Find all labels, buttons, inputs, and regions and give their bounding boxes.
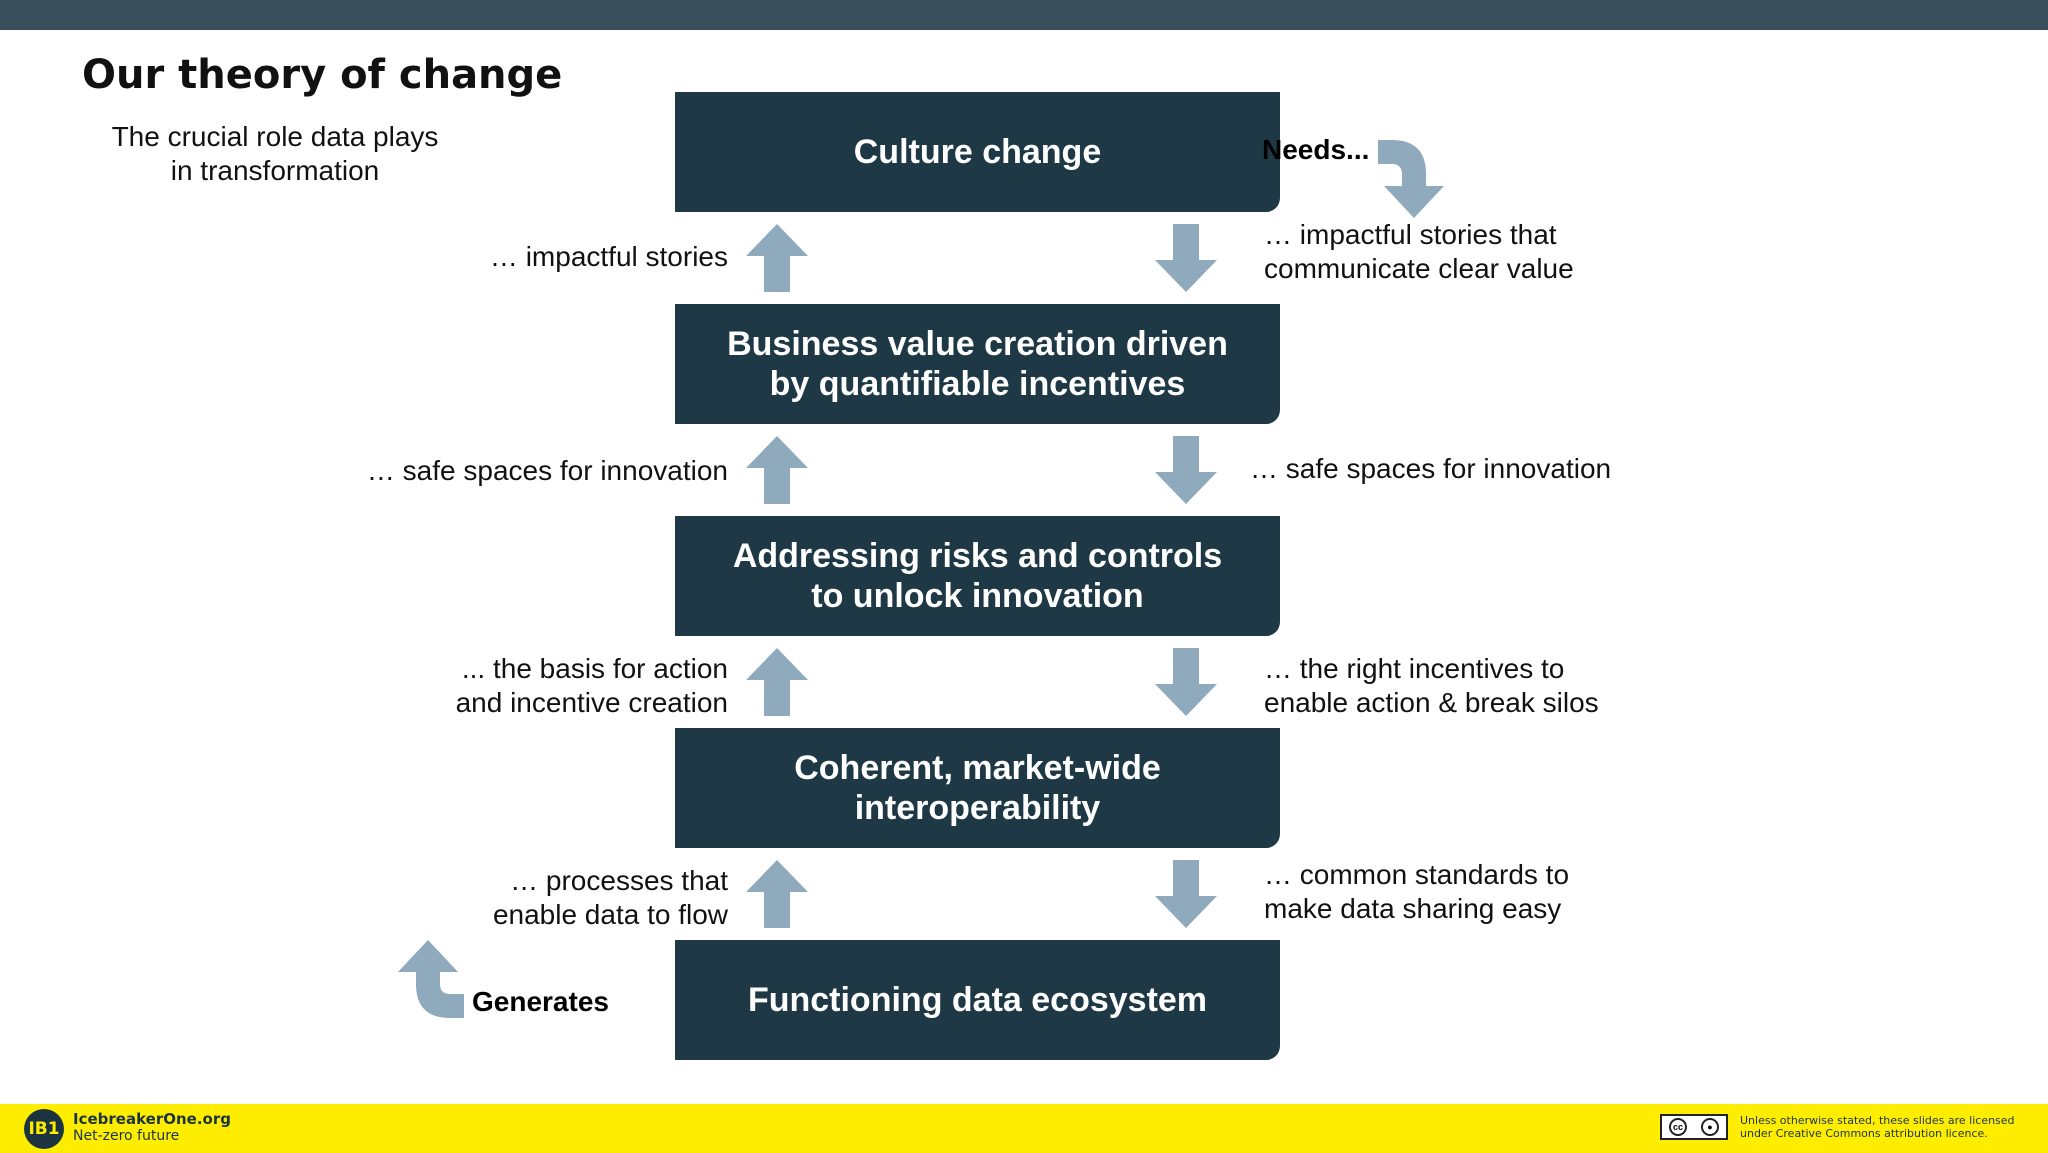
- person-icon: ●: [1701, 1118, 1719, 1136]
- top-bar: [0, 0, 2048, 30]
- box-label: Addressing risks and controls: [732, 537, 1223, 575]
- label-line: … processes that: [510, 865, 728, 896]
- box-label: Culture change: [853, 133, 1102, 171]
- label-line: ... the basis for action: [461, 653, 728, 684]
- label-line: … the right incentives to: [1264, 653, 1565, 684]
- label-line: and incentive creation: [455, 687, 728, 718]
- license-text: Unless otherwise stated, these slides ar…: [1740, 1114, 2015, 1140]
- label-line: communicate clear value: [1264, 253, 1574, 284]
- ib1-logo: IB1: [24, 1109, 64, 1149]
- bent-up-arrow-icon: [398, 940, 464, 1018]
- down-arrow-icon: [1155, 860, 1217, 928]
- box-label: by quantifiable incentives: [769, 365, 1186, 403]
- down-arrow-icon: [1155, 436, 1217, 504]
- box-business-value: Business value creation driven by quanti…: [675, 304, 1280, 424]
- label-line: … safe spaces for innovation: [366, 455, 728, 486]
- label-line: make data sharing easy: [1264, 893, 1562, 924]
- subtitle-line-1: The crucial role data plays: [111, 121, 439, 152]
- left-label-basis-for-action: ... the basis for action and incentive c…: [456, 652, 728, 720]
- label-line: enable action & break silos: [1264, 687, 1599, 718]
- org-tagline: Net-zero future: [73, 1128, 180, 1144]
- license-line: Unless otherwise stated, these slides ar…: [1740, 1114, 2015, 1127]
- right-label-safe-spaces: … safe spaces for innovation: [1250, 452, 1611, 486]
- right-label-standards: … common standards to make data sharing …: [1264, 858, 1569, 926]
- subtitle: The crucial role data plays in transform…: [95, 120, 455, 188]
- up-arrow-icon: [746, 436, 808, 504]
- left-label-stories: … impactful stories: [490, 240, 728, 274]
- box-culture-change: Culture change: [675, 92, 1280, 212]
- box-label: Functioning data ecosystem: [747, 981, 1208, 1019]
- right-label-stories-value: … impactful stories that communicate cle…: [1264, 218, 1574, 286]
- left-label-processes: … processes that enable data to flow: [493, 864, 728, 932]
- bent-down-arrow-icon: [1378, 140, 1444, 218]
- label-line: … impactful stories that: [1264, 219, 1557, 250]
- up-arrow-icon: [746, 860, 808, 928]
- box-data-ecosystem: Functioning data ecosystem: [675, 940, 1280, 1060]
- right-label-incentives: … the right incentives to enable action …: [1264, 652, 1599, 720]
- down-arrow-icon: [1155, 224, 1217, 292]
- up-arrow-icon: [746, 224, 808, 292]
- needs-label: Needs...: [1262, 134, 1370, 165]
- box-risks-controls: Addressing risks and controls to unlock …: [675, 516, 1280, 636]
- label-line: … safe spaces for innovation: [1250, 453, 1612, 484]
- subtitle-line-2: in transformation: [170, 155, 380, 186]
- box-label: to unlock innovation: [811, 577, 1144, 615]
- org-name: IcebreakerOne.org: [73, 1110, 231, 1128]
- box-label: interoperability: [854, 789, 1101, 827]
- cc-by-badge: cc ●: [1660, 1114, 1728, 1140]
- cc-icon: cc: [1669, 1118, 1687, 1136]
- label-line: enable data to flow: [492, 899, 728, 930]
- box-interoperability: Coherent, market-wide interoperability: [675, 728, 1280, 848]
- label-line: … common standards to: [1264, 859, 1570, 890]
- page-title: Our theory of change: [82, 52, 563, 98]
- down-arrow-icon: [1155, 648, 1217, 716]
- license-line: under Creative Commons attribution licen…: [1740, 1127, 1988, 1140]
- box-label: Coherent, market-wide: [794, 749, 1161, 787]
- label-line: … impactful stories: [489, 241, 728, 272]
- box-label: Business value creation driven: [727, 325, 1228, 363]
- generates-label: Generates: [472, 986, 609, 1017]
- up-arrow-icon: [746, 648, 808, 716]
- left-label-safe-spaces: … safe spaces for innovation: [367, 454, 728, 488]
